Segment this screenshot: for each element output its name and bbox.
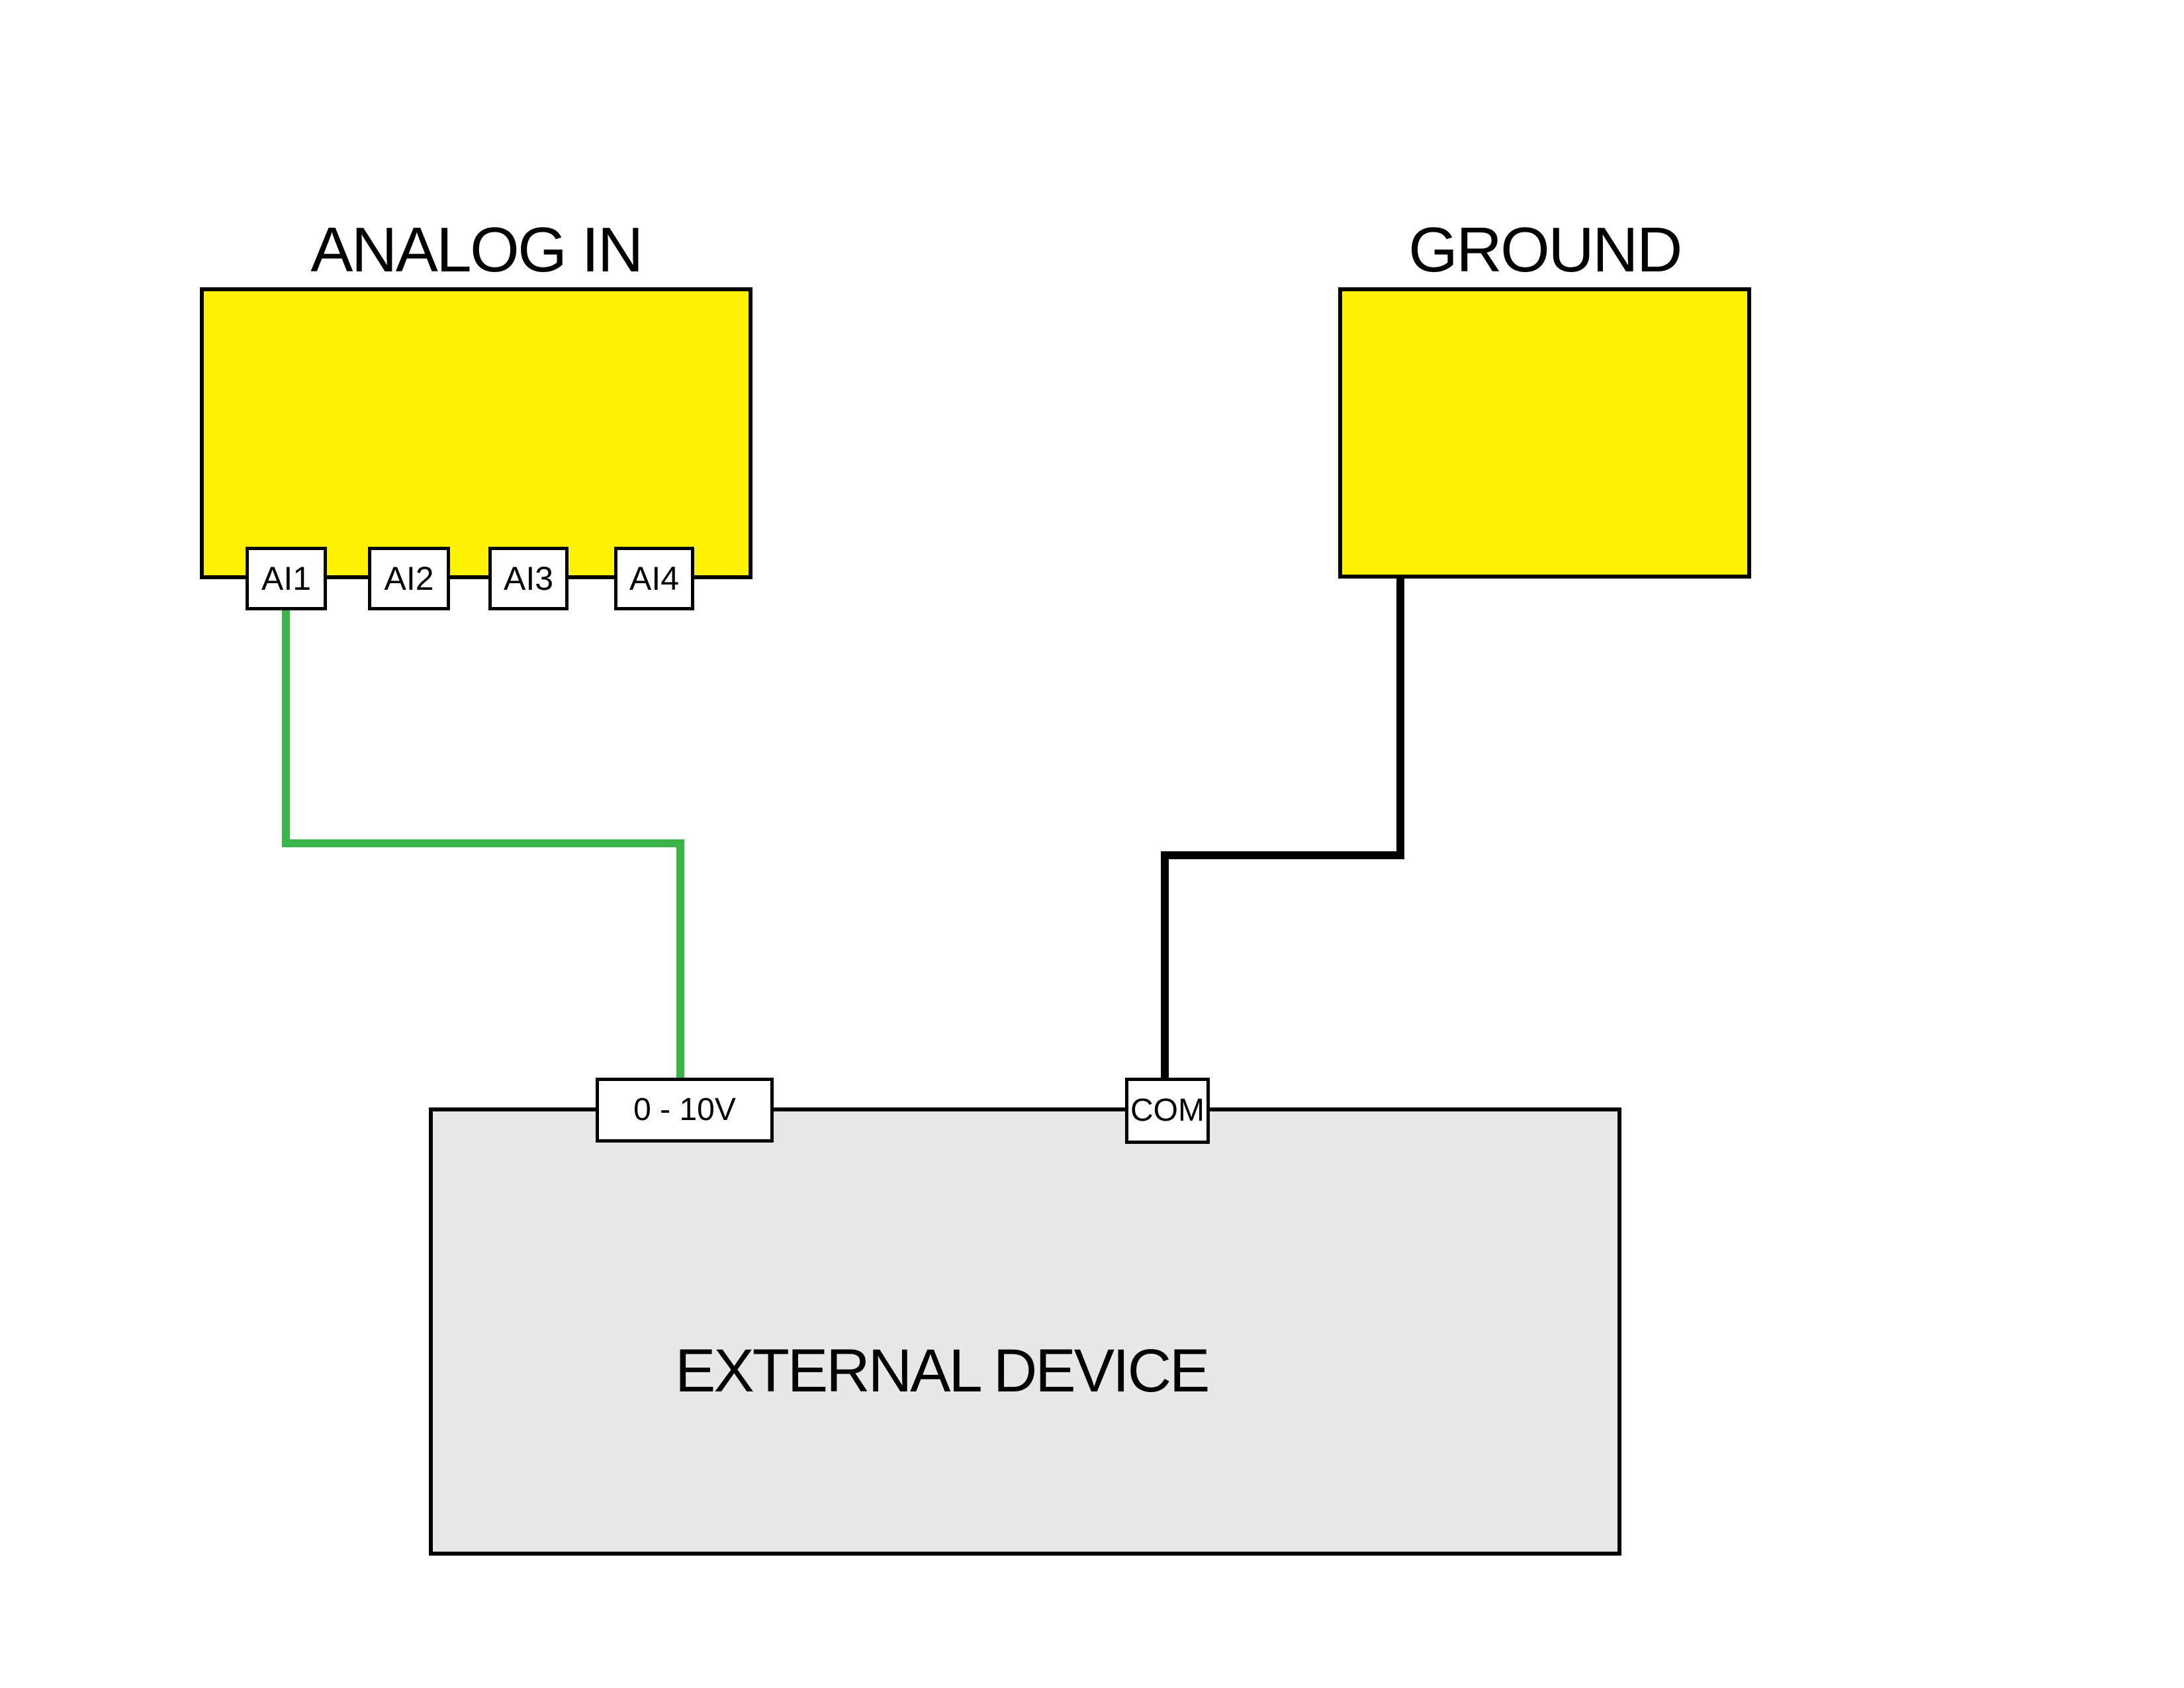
ground-title: GROUND xyxy=(1408,214,1682,285)
ground-box xyxy=(1338,287,1751,579)
analog-in-title: ANALOG IN xyxy=(310,214,643,285)
analog-in-box xyxy=(200,287,752,579)
terminal-ai3: AI3 xyxy=(488,547,569,610)
external-device-box xyxy=(429,1107,1621,1556)
ground-wire-segment-1 xyxy=(1396,575,1404,859)
terminal-0-10v: 0 - 10V xyxy=(596,1078,774,1143)
terminal-ai4: AI4 xyxy=(614,547,694,610)
analog-signal-wire-segment-3 xyxy=(676,839,684,1081)
ground-wire-segment-3 xyxy=(1161,851,1169,1081)
terminal-ai2: AI2 xyxy=(368,547,450,610)
ground-wire-segment-2 xyxy=(1161,851,1404,859)
external-device-label: EXTERNAL DEVICE xyxy=(675,1337,1210,1405)
analog-signal-wire-segment-1 xyxy=(282,608,290,847)
analog-signal-wire-segment-2 xyxy=(282,839,684,847)
terminal-ai1: AI1 xyxy=(246,547,327,610)
terminal-com: COM xyxy=(1125,1078,1210,1144)
